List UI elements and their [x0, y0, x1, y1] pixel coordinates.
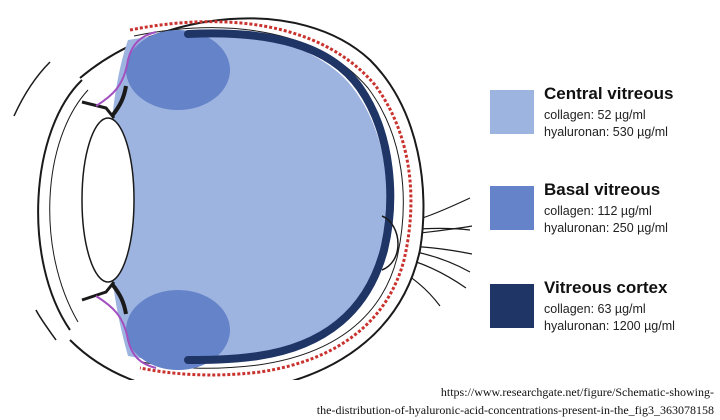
- zonule-bottom: [110, 282, 128, 315]
- source-caption: https://www.researchgate.net/figure/Sche…: [114, 383, 714, 419]
- central-vitreous: [108, 33, 388, 362]
- legend-swatch-basal: [490, 186, 534, 230]
- legend-hyaluronan-central: hyaluronan: 530 µg/ml: [544, 125, 668, 139]
- vitreous-cortex: [184, 29, 395, 364]
- legend-swatch-central: [490, 90, 534, 134]
- legend-title-basal: Basal vitreous: [544, 180, 661, 199]
- retina-red-band: [129, 20, 413, 377]
- zonule-top: [110, 85, 128, 118]
- source-line-1: https://www.researchgate.net/figure/Sche…: [440, 385, 714, 399]
- upper-eyelid: [13, 61, 51, 117]
- ciliary-body-bottom: [95, 295, 157, 369]
- legend-title-cortex: Vitreous cortex: [544, 278, 668, 297]
- lower-eyelid: [35, 309, 57, 341]
- legend-collagen-central: collagen: 52 µg/ml: [544, 108, 646, 122]
- legend-title-central: Central vitreous: [544, 84, 674, 103]
- basal-vitreous-top: [126, 30, 230, 110]
- legend-central-vitreous: Central vitreous collagen: 52 µg/ml hyal…: [490, 84, 715, 164]
- legend-hyaluronan-basal: hyaluronan: 250 µg/ml: [544, 221, 668, 235]
- legend-hyaluronan-cortex: hyaluronan: 1200 µg/ml: [544, 319, 675, 333]
- eye-diagram: [13, 17, 473, 380]
- source-line-2: the-distribution-of-hyaluronic-acid-conc…: [316, 403, 714, 417]
- cornea: [37, 79, 83, 331]
- legend-swatch-cortex: [490, 284, 534, 328]
- legend-collagen-basal: collagen: 112 µg/ml: [544, 204, 652, 218]
- basal-vitreous-bottom: [126, 290, 230, 370]
- ciliary-body-top: [95, 31, 157, 107]
- optic-disc: [381, 215, 399, 271]
- legend-vitreous-cortex: Vitreous cortex collagen: 63 µg/ml hyalu…: [490, 278, 715, 358]
- legend-basal-vitreous: Basal vitreous collagen: 112 µg/ml hyalu…: [490, 180, 715, 260]
- legend-collagen-cortex: collagen: 63 µg/ml: [544, 302, 646, 316]
- cornea-inner: [49, 89, 89, 323]
- lens: [81, 117, 135, 283]
